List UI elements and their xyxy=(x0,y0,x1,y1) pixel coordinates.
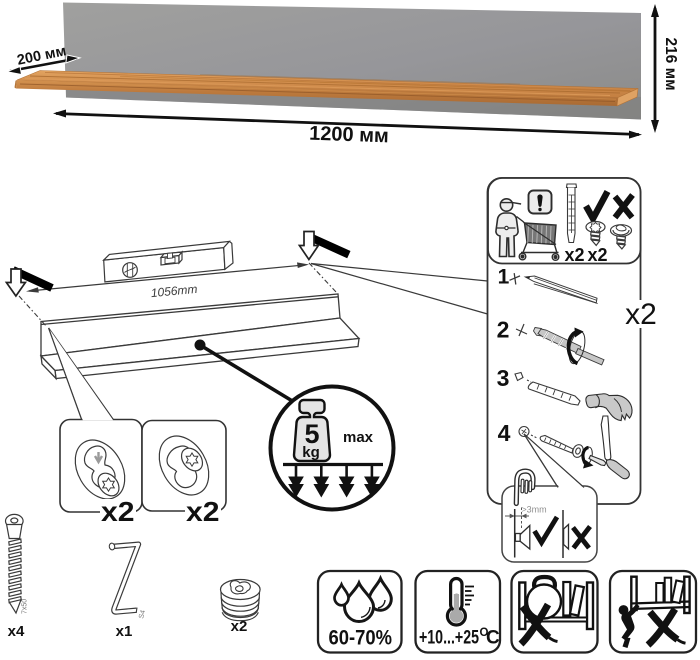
svg-text:3: 3 xyxy=(497,365,510,391)
svg-text:216 мм: 216 мм xyxy=(662,37,679,90)
svg-text:+10...+25: +10...+25 xyxy=(419,628,479,649)
svg-text:O: O xyxy=(480,627,489,639)
svg-text:60-70%: 60-70% xyxy=(329,627,393,650)
svg-text:S4: S4 xyxy=(138,609,147,619)
svg-text:1200 мм: 1200 мм xyxy=(309,123,389,148)
svg-text:C: C xyxy=(486,628,500,649)
svg-text:x2: x2 xyxy=(186,496,220,527)
svg-text:x2: x2 xyxy=(587,245,607,265)
svg-text:max: max xyxy=(343,429,374,446)
svg-text:5: 5 xyxy=(304,419,319,449)
svg-text:x2: x2 xyxy=(231,618,248,635)
svg-text:2: 2 xyxy=(497,317,510,343)
svg-text:x4: x4 xyxy=(8,623,25,640)
svg-text:1056mm: 1056mm xyxy=(150,282,198,300)
svg-text:x2: x2 xyxy=(101,496,135,527)
svg-text:x2: x2 xyxy=(564,245,584,265)
svg-text:kg: kg xyxy=(302,444,320,461)
svg-text:1: 1 xyxy=(498,266,510,289)
svg-text:4: 4 xyxy=(498,420,511,446)
svg-text:x1: x1 xyxy=(116,623,133,640)
svg-text:>3mm: >3mm xyxy=(521,505,546,515)
svg-text:x2: x2 xyxy=(625,298,657,331)
svg-text:7x50: 7x50 xyxy=(22,599,29,614)
